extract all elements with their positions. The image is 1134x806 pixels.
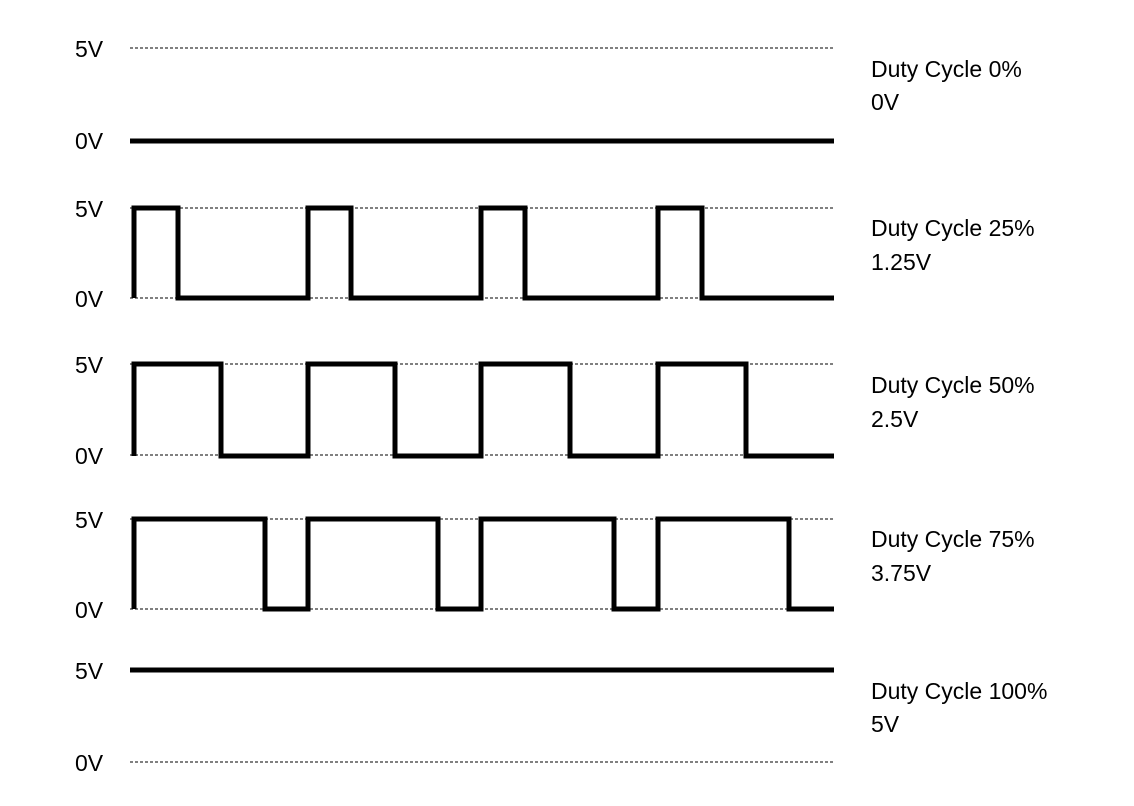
row-duty-100: 5V 0V Duty Cycle 100% 5V (75, 658, 1047, 776)
average-voltage: 3.75V (871, 560, 932, 586)
pwm-waveform (131, 205, 834, 301)
row-duty-50: 5V 0V Duty Cycle 50% 2.5V (75, 352, 1035, 469)
row-duty-75: 5V 0V Duty Cycle 75% 3.75V (75, 507, 1035, 623)
voltage-label-low: 0V (75, 750, 104, 776)
voltage-label-high: 5V (75, 36, 104, 62)
voltage-label-low: 0V (75, 597, 104, 623)
pwm-waveform (131, 516, 834, 612)
voltage-label-high: 5V (75, 507, 104, 533)
voltage-label-high: 5V (75, 196, 104, 222)
voltage-label-low: 0V (75, 128, 104, 154)
voltage-label-low: 0V (75, 443, 104, 469)
duty-cycle-title: Duty Cycle 100% (871, 678, 1047, 704)
duty-cycle-title: Duty Cycle 0% (871, 56, 1022, 82)
row-duty-25: 5V 0V Duty Cycle 25% 1.25V (75, 196, 1035, 312)
duty-cycle-title: Duty Cycle 50% (871, 372, 1035, 398)
average-voltage: 0V (871, 89, 900, 115)
voltage-label-low: 0V (75, 286, 104, 312)
row-duty-0: 5V 0V Duty Cycle 0% 0V (75, 36, 1022, 154)
average-voltage: 1.25V (871, 249, 932, 275)
voltage-label-high: 5V (75, 352, 104, 378)
average-voltage: 2.5V (871, 406, 919, 432)
duty-cycle-title: Duty Cycle 25% (871, 215, 1035, 241)
pwm-waveform (131, 361, 834, 459)
voltage-label-high: 5V (75, 658, 104, 684)
average-voltage: 5V (871, 711, 900, 737)
duty-cycle-title: Duty Cycle 75% (871, 526, 1035, 552)
